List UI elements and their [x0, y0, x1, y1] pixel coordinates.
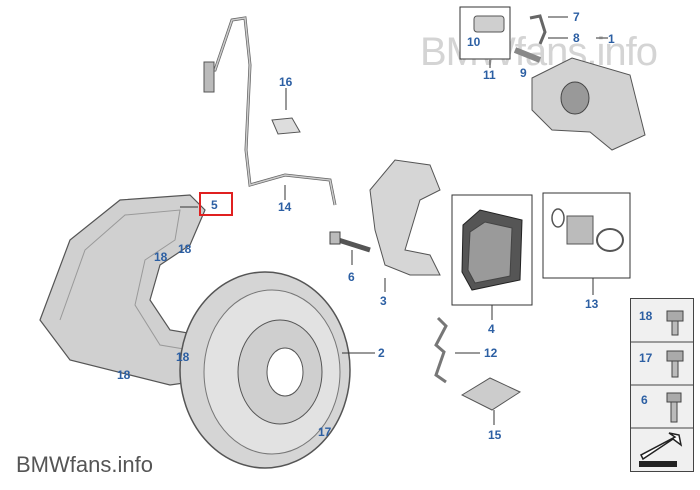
callout-4[interactable]: 4: [488, 322, 495, 336]
callout-7[interactable]: 7: [573, 10, 580, 24]
selected-callout-highlight: [199, 192, 233, 216]
callout-17[interactable]: 17: [318, 425, 332, 439]
caliper-carrier: [369, 159, 441, 276]
callout-11[interactable]: 11: [483, 68, 496, 82]
callout-6[interactable]: 6: [348, 270, 355, 284]
wear-sensor-plate: [460, 377, 522, 411]
sensor-cable: [208, 16, 337, 206]
fastener-legend-panel: 18 17 6: [630, 298, 694, 472]
callout-12[interactable]: 12: [484, 346, 498, 360]
callout-16[interactable]: 16: [279, 75, 293, 89]
arrow-icon: [639, 432, 683, 467]
callout-15[interactable]: 15: [488, 428, 502, 442]
guide-pin: [513, 47, 542, 63]
dust-shield: [39, 194, 206, 386]
callout-6b[interactable]: 6: [641, 393, 648, 407]
callout-18e[interactable]: 18: [639, 309, 653, 323]
callout-10[interactable]: 10: [467, 35, 481, 49]
bolt-icon: [666, 392, 682, 423]
callout-18c[interactable]: 18: [176, 350, 190, 364]
callout-17b[interactable]: 17: [639, 351, 653, 365]
bolt-icon: [666, 310, 684, 336]
watermark-bottom: BMWfans.info: [16, 452, 153, 477]
callout-9[interactable]: 9: [520, 66, 527, 80]
callout-2[interactable]: 2: [378, 346, 385, 360]
cable-bracket: [271, 117, 301, 135]
callout-13[interactable]: 13: [585, 297, 599, 311]
sensor-plug: [203, 61, 215, 93]
callout-1[interactable]: 1: [608, 32, 615, 46]
callout-18a[interactable]: 18: [154, 250, 168, 264]
callout-3[interactable]: 3: [380, 294, 387, 308]
anti-rattle-spring: [434, 316, 448, 384]
callout-14[interactable]: 14: [278, 200, 292, 214]
guide-bolt-box: [459, 6, 511, 60]
callout-18b[interactable]: 18: [178, 242, 192, 256]
callout-5[interactable]: 5: [211, 198, 218, 212]
callout-8[interactable]: 8: [573, 31, 580, 45]
fastener-legend-drawing: [631, 310, 693, 467]
bleed-screw: [529, 14, 547, 45]
bolt-icon: [666, 350, 684, 378]
callout-18d[interactable]: 18: [117, 368, 131, 382]
